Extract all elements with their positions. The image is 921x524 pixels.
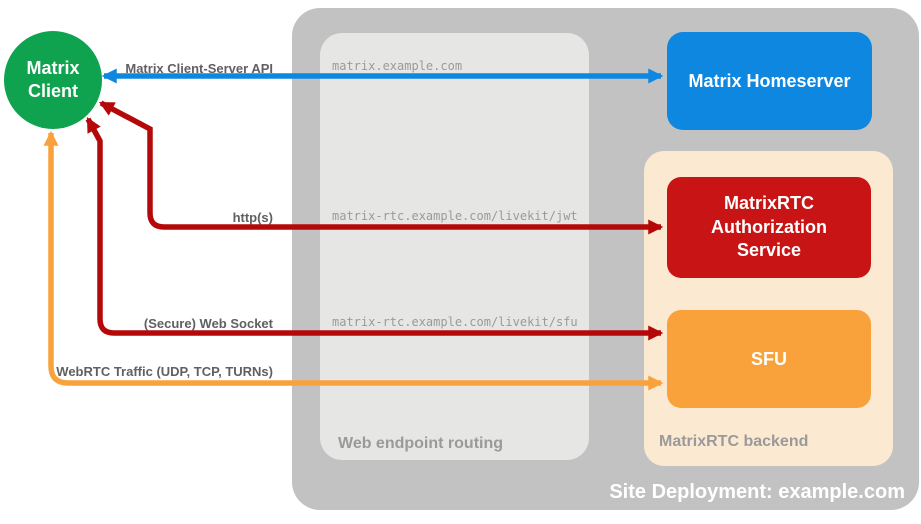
matrix-homeserver-node: Matrix Homeserver — [667, 32, 872, 130]
matrixrtc-backend-caption: MatrixRTC backend — [659, 433, 809, 450]
livekit-jwt-endpoint-label: matrix-rtc.example.com/livekit/jwt — [332, 209, 578, 223]
web-endpoint-routing-caption: Web endpoint routing — [338, 435, 504, 452]
websocket-protocol-label: (Secure) Web Socket — [143, 316, 273, 331]
matrixrtc-authorization-service-node: MatrixRTC Authorization Service — [667, 177, 871, 278]
sfu-node: SFU — [667, 310, 871, 408]
matrix-client-label-line2: Client — [27, 81, 78, 101]
matrix-homeserver-label: Matrix Homeserver — [688, 70, 851, 91]
web-endpoint-routing-panel — [320, 33, 589, 460]
matrix-client-label-line1: Matrix — [26, 57, 80, 78]
https-protocol-label: http(s) — [232, 210, 273, 225]
matrix-endpoint-label: matrix.example.com — [332, 59, 463, 73]
client-server-api-protocol-label: Matrix Client-Server API — [125, 61, 273, 76]
livekit-sfu-endpoint-label: matrix-rtc.example.com/livekit/sfu — [332, 315, 578, 329]
matrixrtc-authorization-service-label: MatrixRTC Authorization Service — [711, 192, 827, 261]
webrtc-traffic-protocol-label: WebRTC Traffic (UDP, TCP, TURNs) — [56, 364, 273, 379]
sfu-label: SFU — [751, 348, 787, 369]
site-deployment-caption: Site Deployment: example.com — [609, 481, 905, 503]
matrix-client-node: Matrix Client — [4, 31, 102, 129]
